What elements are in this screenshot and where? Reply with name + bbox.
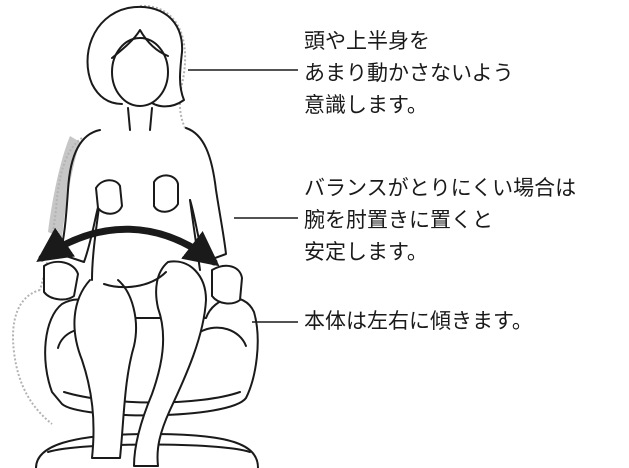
- leg-right: [133, 260, 207, 467]
- face: [111, 37, 169, 107]
- armrest-right: [211, 264, 243, 305]
- callout-arms-line-2: 腕を肘置きに置くと: [304, 208, 493, 232]
- leader-lines: [188, 69, 298, 323]
- tilt-arrow-icon: [36, 225, 220, 267]
- neck: [127, 107, 153, 131]
- callout-body-line-1: 本体は左右に傾きます。: [304, 309, 533, 333]
- fist-right: [153, 174, 179, 213]
- callout-head-line-1: 頭や上半身を: [304, 29, 430, 53]
- callout-arms-line-3: 安定します。: [304, 240, 428, 264]
- leg-left: [73, 279, 138, 459]
- callout-head-line-3: 意識します。: [304, 93, 428, 117]
- callout-head: 頭や上半身を あまり動かさないよう 意識します。: [304, 25, 514, 121]
- fist-left: [95, 179, 123, 215]
- torso: [59, 127, 227, 263]
- callout-head-line-2: あまり動かさないよう: [304, 61, 514, 85]
- callout-arms: バランスがとりにくい場合は 腕を肘置きに置くと 安定します。: [304, 172, 576, 268]
- callout-body: 本体は左右に傾きます。: [304, 305, 533, 337]
- figure: [35, 5, 259, 468]
- callout-arms-line-1: バランスがとりにくい場合は: [304, 176, 577, 200]
- armrest-left: [43, 260, 79, 301]
